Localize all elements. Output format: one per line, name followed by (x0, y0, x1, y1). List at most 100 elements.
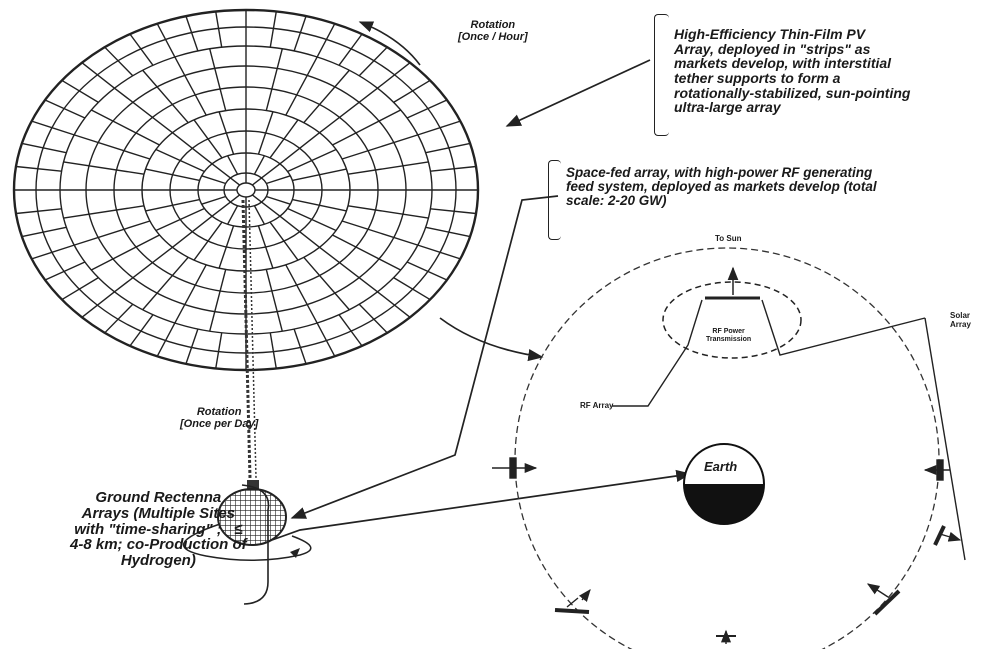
disk-spoke (347, 205, 429, 219)
rotation-day-label: Rotation [Once per Day] (180, 406, 259, 430)
disk-spoke (417, 244, 461, 260)
disk-spoke (261, 163, 281, 179)
disk-spoke (129, 314, 154, 347)
orbit-site-markers (492, 457, 962, 644)
feed-line (241, 199, 259, 490)
disk-spoke (347, 161, 429, 175)
disk-spoke (253, 205, 265, 225)
disk-spoke (287, 207, 337, 232)
disk-spoke (215, 11, 223, 48)
disk-spoke (292, 198, 347, 212)
disk-spoke (425, 142, 471, 154)
disk-spoke (341, 220, 419, 246)
disk-spoke (316, 322, 336, 357)
disk-spoke (230, 194, 241, 203)
disk-spoke (145, 198, 200, 212)
disk-spoke (104, 303, 134, 334)
callout-arrows (271, 59, 692, 541)
disk-spoke (257, 225, 274, 269)
disk-spoke (393, 277, 431, 301)
disk-spoke (63, 161, 145, 175)
disk-spoke (81, 62, 115, 89)
disk-spoke (185, 15, 199, 52)
space-fed-callout-box (548, 160, 561, 240)
disk-spoke (155, 148, 205, 173)
disk-spoke (279, 215, 320, 248)
pv-array-label: High-Efficiency Thin-Film PV Array, depl… (674, 26, 911, 116)
disk-spoke (417, 120, 461, 136)
disk-spoke (215, 332, 223, 369)
disk-spoke (193, 119, 223, 159)
disk-spoke (21, 142, 67, 154)
disk-spoke (425, 226, 471, 238)
earth-label: Earth (704, 459, 738, 474)
disk-spoke (303, 69, 350, 124)
disk-spoke (129, 33, 154, 66)
disk-spoke (269, 332, 277, 369)
disk-spoke (73, 220, 151, 246)
rectenna-bracket (241, 484, 270, 605)
disk-spoke (142, 69, 189, 124)
disk-spoke (251, 194, 262, 203)
rotation-hour-arrow (358, 21, 421, 66)
disk-spoke (319, 246, 378, 293)
disk-spoke (269, 221, 299, 261)
disk-spoke (303, 256, 350, 311)
disk-spoke (211, 201, 231, 217)
disk-spoke (377, 291, 411, 318)
disk-spoke (209, 269, 227, 332)
disk-spoke (430, 208, 477, 215)
disk-spoke (285, 56, 318, 116)
disk-spoke (253, 155, 265, 175)
disk-spoke (15, 165, 62, 172)
disk-spoke (91, 234, 160, 271)
disk-spoke (44, 99, 86, 119)
disk-spoke (261, 201, 281, 217)
disk-spoke (145, 168, 200, 182)
disk-spoke (287, 148, 337, 173)
disk-spoke (338, 33, 363, 66)
disk-spoke (269, 119, 299, 159)
disk-spoke (31, 244, 75, 260)
disk-spoke (257, 111, 274, 155)
disk-spoke (285, 264, 318, 324)
disk-spoke (338, 314, 363, 347)
disk-spoke (377, 62, 411, 89)
rf-power-label: RF Power Transmission (706, 328, 752, 343)
disk-spoke (341, 134, 419, 160)
disk-spoke (63, 205, 145, 219)
disk-spoke (266, 195, 291, 205)
disk-spoke (292, 168, 347, 182)
disk-spoke (265, 48, 283, 111)
disk-spoke (174, 264, 207, 324)
geo-satellite (612, 266, 966, 561)
disk-spoke (230, 177, 241, 186)
disk-spoke (293, 15, 307, 52)
disk-spoke (104, 46, 134, 77)
disk-spoke (211, 163, 231, 179)
disk-spoke (265, 269, 283, 332)
disk-spoke (185, 328, 199, 365)
disk-spoke (174, 56, 207, 116)
disk-spoke (156, 23, 176, 58)
disk-spoke (358, 46, 388, 77)
disk-spoke (21, 226, 67, 238)
disk-spoke (156, 322, 176, 357)
disk-spoke (193, 221, 223, 261)
pv-array-disk (12, 8, 480, 372)
disk-spoke (227, 155, 239, 175)
disk-spoke (201, 195, 226, 205)
disk-spoke (61, 79, 99, 103)
disk-spoke (91, 109, 160, 146)
disk-spoke (332, 234, 401, 271)
earth (683, 443, 765, 525)
space-fed-label: Space-fed array, with high-power RF gene… (566, 165, 877, 209)
to-sun-label: To Sun (715, 234, 742, 243)
disk-spoke (406, 99, 448, 119)
disk-spoke (172, 132, 213, 165)
disk-spoke (201, 175, 226, 185)
solar-array-label: Solar Array (950, 311, 971, 329)
disk-spoke (114, 87, 173, 134)
